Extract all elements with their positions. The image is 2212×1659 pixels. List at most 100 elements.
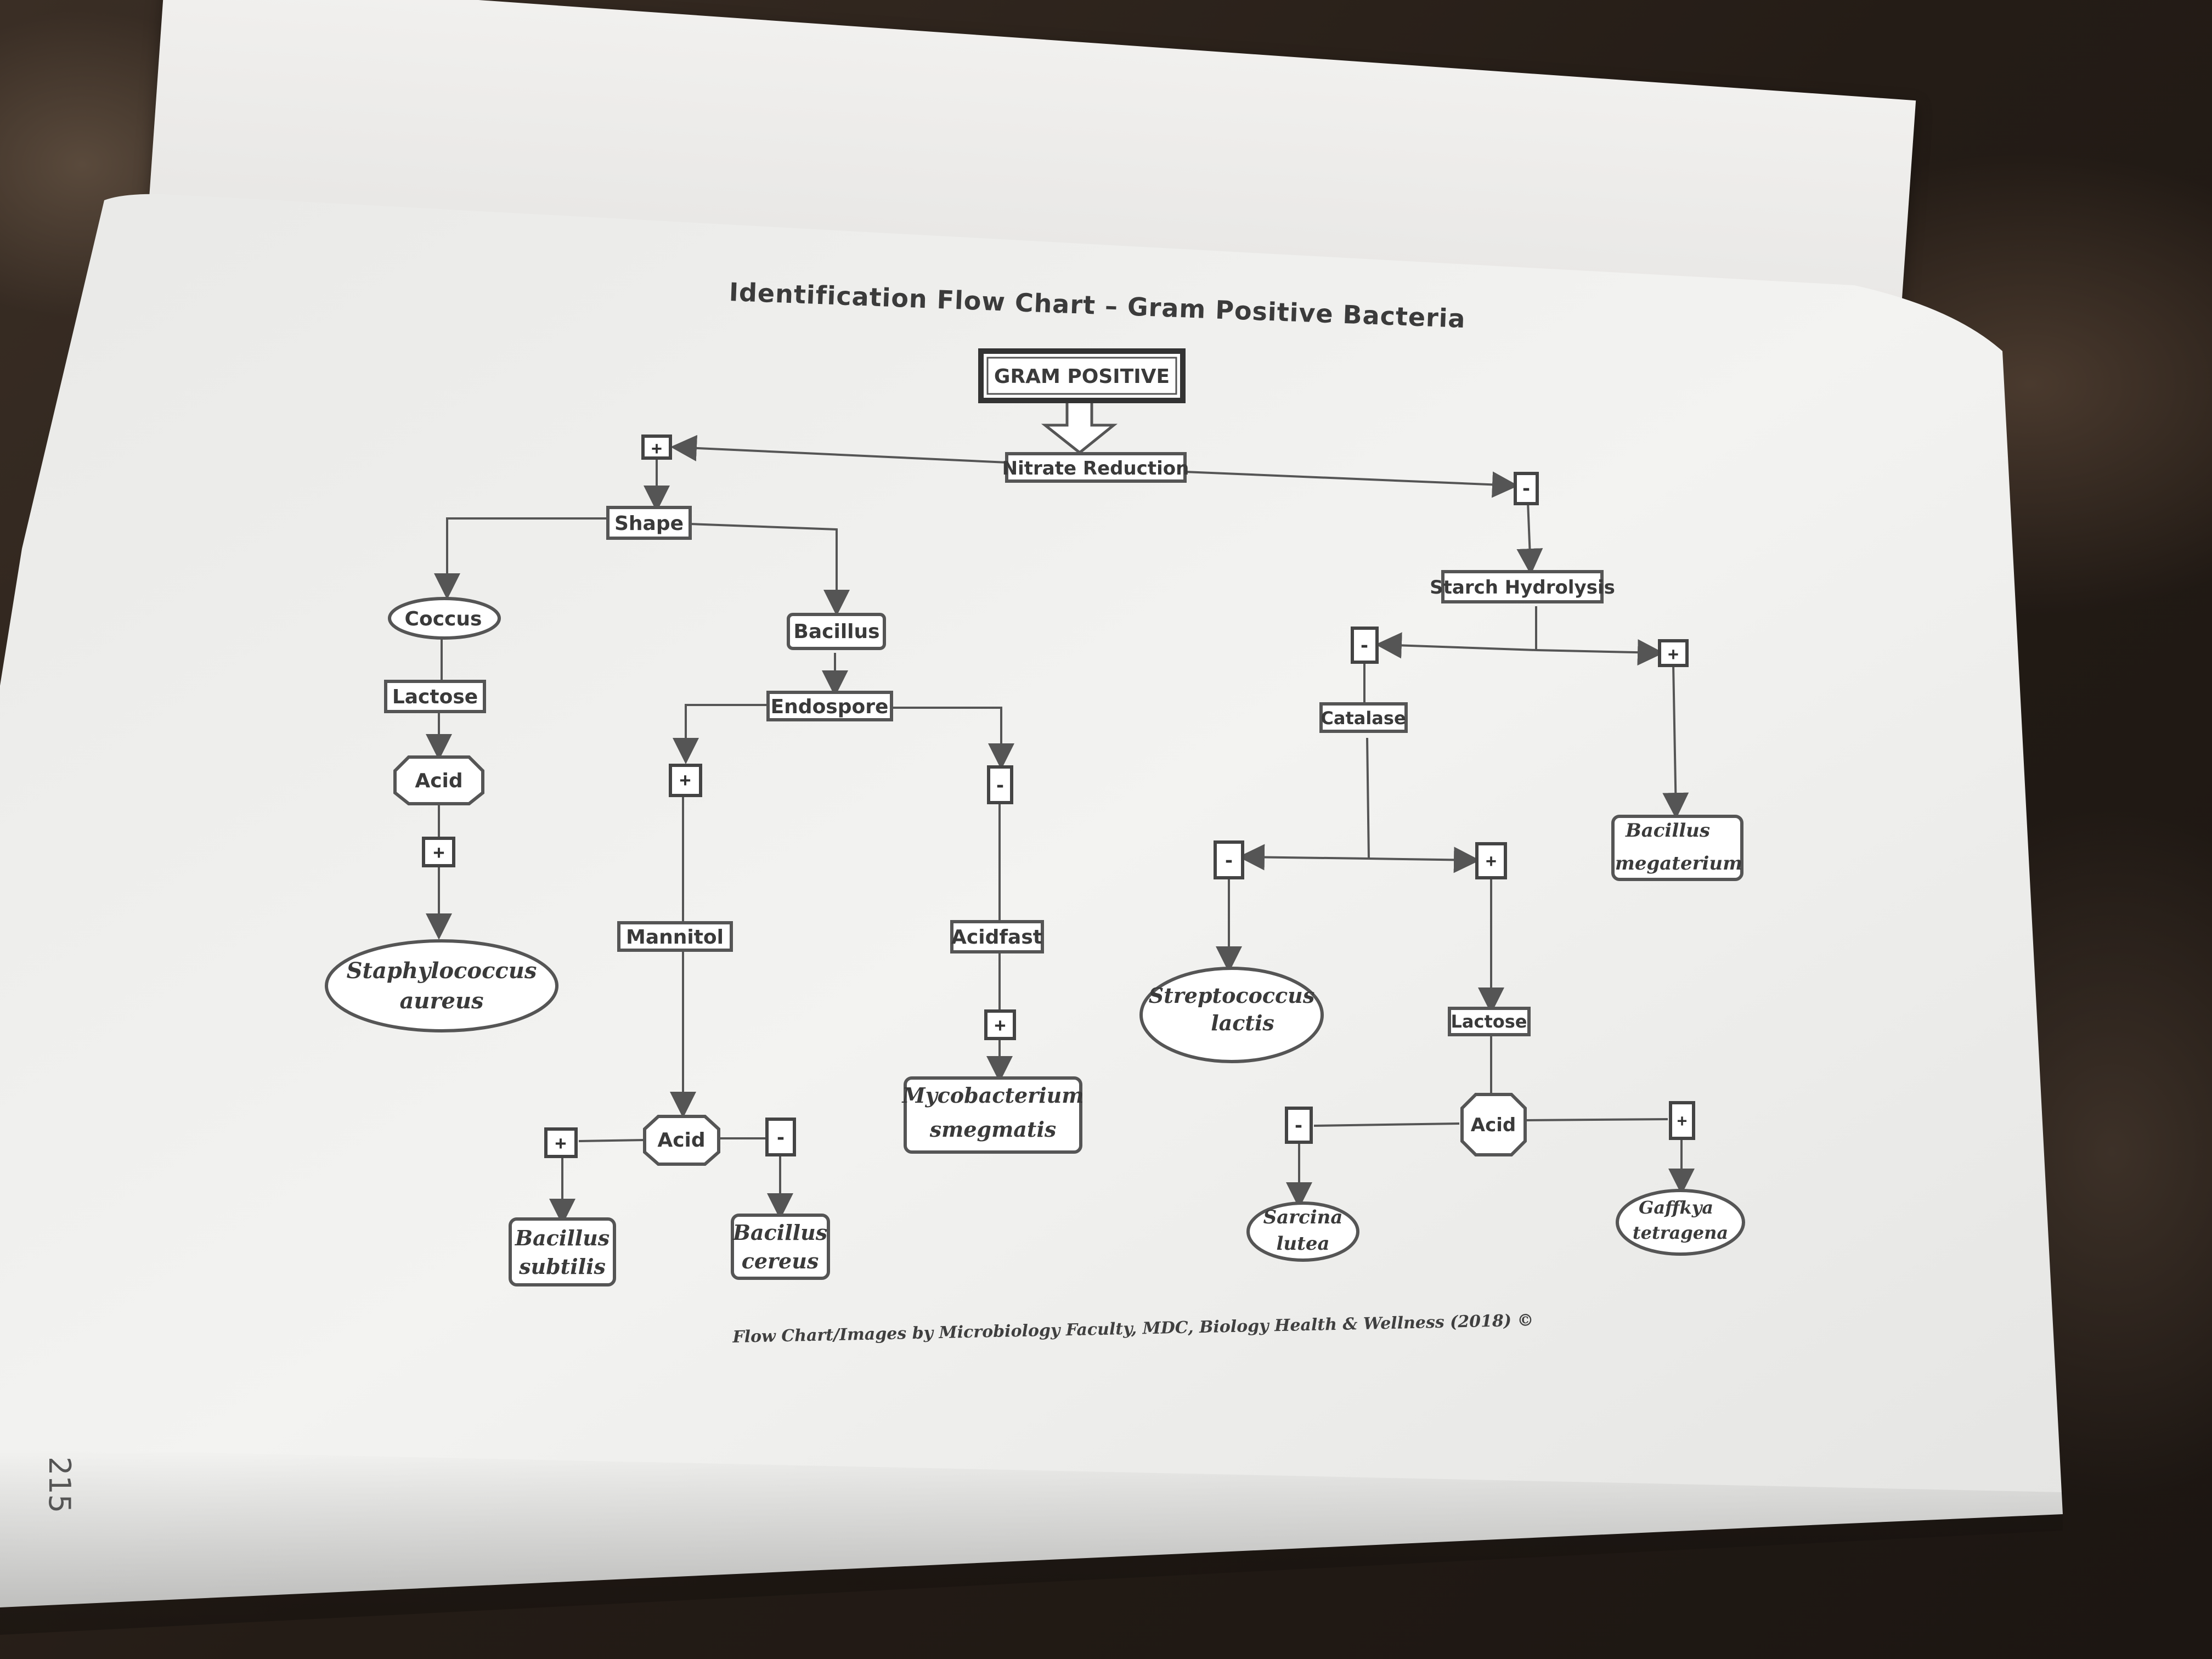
edge-starch-pos bbox=[1536, 639, 1664, 666]
sign-mannitol-positive: + bbox=[544, 1127, 578, 1158]
sign-mannitol-negative: - bbox=[765, 1118, 796, 1156]
minus-icon: - bbox=[1359, 635, 1370, 657]
acid-mid-label: Acid bbox=[657, 1129, 705, 1152]
edge-endospore-pos bbox=[673, 704, 768, 764]
sign-lactose-positive: + bbox=[1669, 1101, 1695, 1140]
flow-edges bbox=[426, 396, 1695, 1225]
plus-icon: + bbox=[555, 1132, 566, 1154]
edge-catalase-neg bbox=[1238, 844, 1369, 871]
edge-shape-coccus bbox=[434, 517, 608, 600]
plus-icon: + bbox=[433, 842, 444, 864]
organism-genus: Bacillus bbox=[732, 1220, 827, 1245]
test-lactose-right: Lactose bbox=[1448, 1007, 1531, 1036]
minus-icon: - bbox=[775, 1127, 786, 1149]
sign-acidfast-positive: + bbox=[984, 1009, 1016, 1040]
mannitol-label: Mannitol bbox=[626, 926, 724, 949]
test-acidfast: Acidfast bbox=[950, 920, 1044, 953]
sign-starch-negative: - bbox=[1351, 627, 1379, 664]
bacillus-label: Bacillus bbox=[793, 620, 879, 643]
edge-nitrate-neg bbox=[1184, 471, 1519, 498]
organism-genus: Bacillus bbox=[515, 1226, 610, 1250]
organism-staphylococcus-aureus: Staphylococcus aureus bbox=[325, 939, 558, 1032]
test-mannitol: Mannitol bbox=[617, 921, 733, 952]
lactose-left-label: Lactose bbox=[392, 686, 478, 708]
root-node: GRAM POSITIVE bbox=[978, 348, 1186, 403]
shape-label: Shape bbox=[614, 512, 684, 535]
test-starch-hydrolysis: Starch Hydrolysis bbox=[1430, 570, 1615, 603]
acid-left-label: Acid bbox=[415, 770, 462, 792]
plus-icon: + bbox=[1486, 850, 1496, 871]
organism-genus: Sarcina bbox=[1263, 1206, 1343, 1228]
edge-neg-starch bbox=[1516, 501, 1543, 575]
result-acid-mid: Acid bbox=[643, 1115, 720, 1166]
organism-bacillus-subtilis: Bacillus subtilis bbox=[509, 1217, 616, 1286]
edge-catalase-pos bbox=[1368, 847, 1480, 873]
lactose-right-label: Lactose bbox=[1451, 1011, 1527, 1032]
edge-acid-neg bbox=[1313, 1122, 1460, 1127]
acidfast-label: Acidfast bbox=[951, 926, 1042, 949]
organism-streptococcus-lactis: Streptococcus lactis bbox=[1139, 967, 1324, 1063]
organism-genus: Gaffkya bbox=[1639, 1197, 1713, 1218]
organism-genus: Bacillus bbox=[1625, 820, 1710, 842]
edge-endospore-neg bbox=[891, 707, 1014, 770]
organism-species: aureus bbox=[399, 988, 483, 1014]
organism-genus: Mycobacterium bbox=[901, 1083, 1084, 1108]
edge-catalase-split bbox=[1366, 737, 1370, 859]
edge-nitrate-pos bbox=[670, 435, 1007, 464]
test-lactose-left: Lactose bbox=[384, 680, 486, 713]
result-acid-left: Acid bbox=[393, 755, 484, 805]
sign-catalase-positive: + bbox=[1475, 842, 1507, 879]
sign-nitrate-negative: - bbox=[1514, 472, 1539, 505]
sign-starch-positive: + bbox=[1658, 639, 1689, 667]
organism-species: smegmatis bbox=[929, 1117, 1057, 1142]
organism-bacillus-cereus: Bacillus cereus bbox=[731, 1214, 830, 1280]
organism-species: tetragena bbox=[1633, 1222, 1728, 1243]
organism-gaffkya-tetragena: Gaffkya tetragena bbox=[1616, 1189, 1745, 1256]
organism-genus: Staphylococcus bbox=[347, 958, 537, 984]
result-acid-right: Acid bbox=[1460, 1093, 1527, 1156]
sign-endospore-negative: - bbox=[987, 765, 1013, 804]
shape-coccus: Coccus bbox=[388, 597, 501, 640]
test-shape: Shape bbox=[606, 506, 692, 540]
minus-icon: - bbox=[1521, 478, 1532, 500]
catalase-label: Catalase bbox=[1321, 708, 1406, 729]
organism-genus: Streptococcus bbox=[1149, 983, 1314, 1008]
edge-acid-pos bbox=[1525, 1118, 1668, 1121]
plus-icon: + bbox=[651, 438, 662, 459]
sign-lactose-acid-positive: + bbox=[422, 837, 455, 867]
test-nitrate-reduction: Nitrate Reduction bbox=[1002, 452, 1189, 483]
edge-starch-neg bbox=[1375, 632, 1537, 659]
endospore-label: Endospore bbox=[771, 696, 889, 718]
sign-nitrate-positive: + bbox=[641, 435, 672, 460]
shape-bacillus: Bacillus bbox=[787, 613, 886, 650]
edge-acid-pos-left bbox=[578, 1139, 645, 1142]
organism-species: subtilis bbox=[518, 1254, 606, 1279]
sign-lactose-negative: - bbox=[1285, 1107, 1313, 1144]
acid-right-label: Acid bbox=[1471, 1114, 1516, 1136]
down-arrow-icon bbox=[1041, 396, 1118, 455]
organism-sarcina-lutea: Sarcina lutea bbox=[1246, 1201, 1359, 1262]
organism-species: lactis bbox=[1211, 1011, 1274, 1035]
plus-icon: + bbox=[1668, 644, 1678, 664]
plus-icon: + bbox=[995, 1014, 1006, 1036]
minus-icon: - bbox=[1223, 850, 1234, 872]
sign-catalase-negative: - bbox=[1214, 840, 1244, 879]
nitrate-label: Nitrate Reduction bbox=[1002, 458, 1189, 479]
organism-mycobacterium-smegmatis: Mycobacterium smegmatis bbox=[901, 1076, 1084, 1154]
organism-species: lutea bbox=[1276, 1233, 1329, 1255]
starch-label: Starch Hydrolysis bbox=[1430, 577, 1615, 599]
minus-icon: - bbox=[1293, 1115, 1304, 1137]
page-number: 215 bbox=[42, 1457, 77, 1514]
plus-icon: + bbox=[680, 769, 691, 791]
organism-bacillus-megaterium: Bacillus megaterium bbox=[1611, 815, 1743, 881]
test-catalase: Catalase bbox=[1319, 702, 1408, 733]
plus-icon: + bbox=[1677, 1111, 1687, 1131]
edge-pos-bmega bbox=[1662, 663, 1689, 819]
test-endospore: Endospore bbox=[766, 691, 893, 721]
organism-species: megaterium bbox=[1615, 853, 1742, 874]
coccus-label: Coccus bbox=[405, 608, 482, 630]
root-label: GRAM POSITIVE bbox=[994, 365, 1170, 388]
organism-species: cereus bbox=[742, 1249, 819, 1273]
